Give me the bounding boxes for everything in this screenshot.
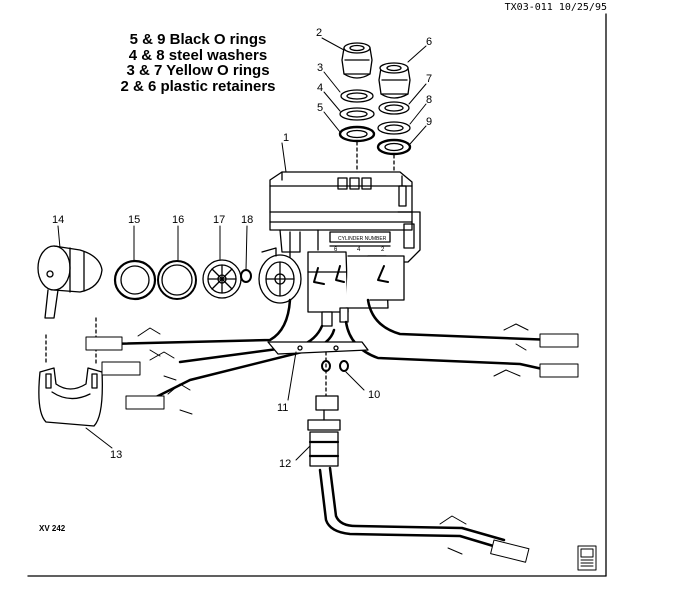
legend-line: 5 & 9 Black O rings [129,31,267,48]
poppet-nozzle-lines-right [344,298,558,374]
cylinder-number-2: 2 [381,247,385,253]
callout-9: 9 [426,116,432,128]
legend-line: 2 & 6 plastic retainers [120,77,276,95]
callout-17: 17 [213,214,225,226]
cylinder-number-6: 6 [334,247,338,253]
steel-washer-8 [377,121,411,135]
black-o-ring-5 [338,125,376,143]
cylinder-number-label: CYLINDER NUMBER [338,236,387,242]
fuel-feed-tube [318,466,506,550]
seal-18 [240,269,252,283]
nozzle-tips-left [85,327,193,415]
callout-6: 6 [426,36,432,48]
callout-8: 8 [426,94,432,106]
callout-16: 16 [172,214,184,226]
filter-screen-17 [202,259,242,299]
plastic-retainer-6 [378,62,411,99]
callout-12: 12 [279,458,291,470]
legend-line: 3 & 7 Yellow O rings [126,62,270,79]
nozzle-tips-right [493,323,579,378]
fuel-inlet-fitting-12 [307,395,341,467]
black-o-ring-9 [376,138,412,156]
callout-14: 14 [52,214,64,226]
regulator-housing [258,247,302,304]
pressure-regulator-14 [37,245,103,319]
callout-15: 15 [128,214,140,226]
callout-4: 4 [317,82,323,94]
mounting-plate-11 [267,341,369,355]
distributor-cap-1: CYLINDER NUMBER 6 4 2 [269,171,421,327]
callout-10: 10 [368,389,380,401]
callout-5: 5 [317,102,323,114]
callout-1: 1 [283,132,289,144]
figure-id: XV 242 [39,524,66,533]
callout-3: 3 [317,62,323,74]
cylinder-number-4: 4 [357,247,361,253]
yellow-o-ring-7 [378,101,410,115]
steel-washer-4 [339,107,375,121]
callout-leaders [57,37,427,461]
o-ring-15 [113,259,157,301]
yellow-o-ring-3 [340,89,374,103]
legend-line: 4 & 8 steel washers [128,46,268,64]
callout-2: 2 [316,27,322,39]
document-reference: TX03-011 10/25/95 [504,2,607,13]
feed-tube-nozzle [439,515,530,563]
callout-13: 13 [110,449,122,461]
o-ring-16 [157,260,197,300]
callout-7: 7 [426,73,432,85]
retainer-clip-13 [38,317,103,427]
callout-11: 11 [277,402,288,414]
document-icon [577,545,597,571]
plastic-retainer-2 [341,42,373,79]
o-rings-10 [321,351,349,397]
callout-18: 18 [241,214,253,226]
parts-legend: 5 & 9 Black O rings 4 & 8 steel washers … [98,32,298,94]
